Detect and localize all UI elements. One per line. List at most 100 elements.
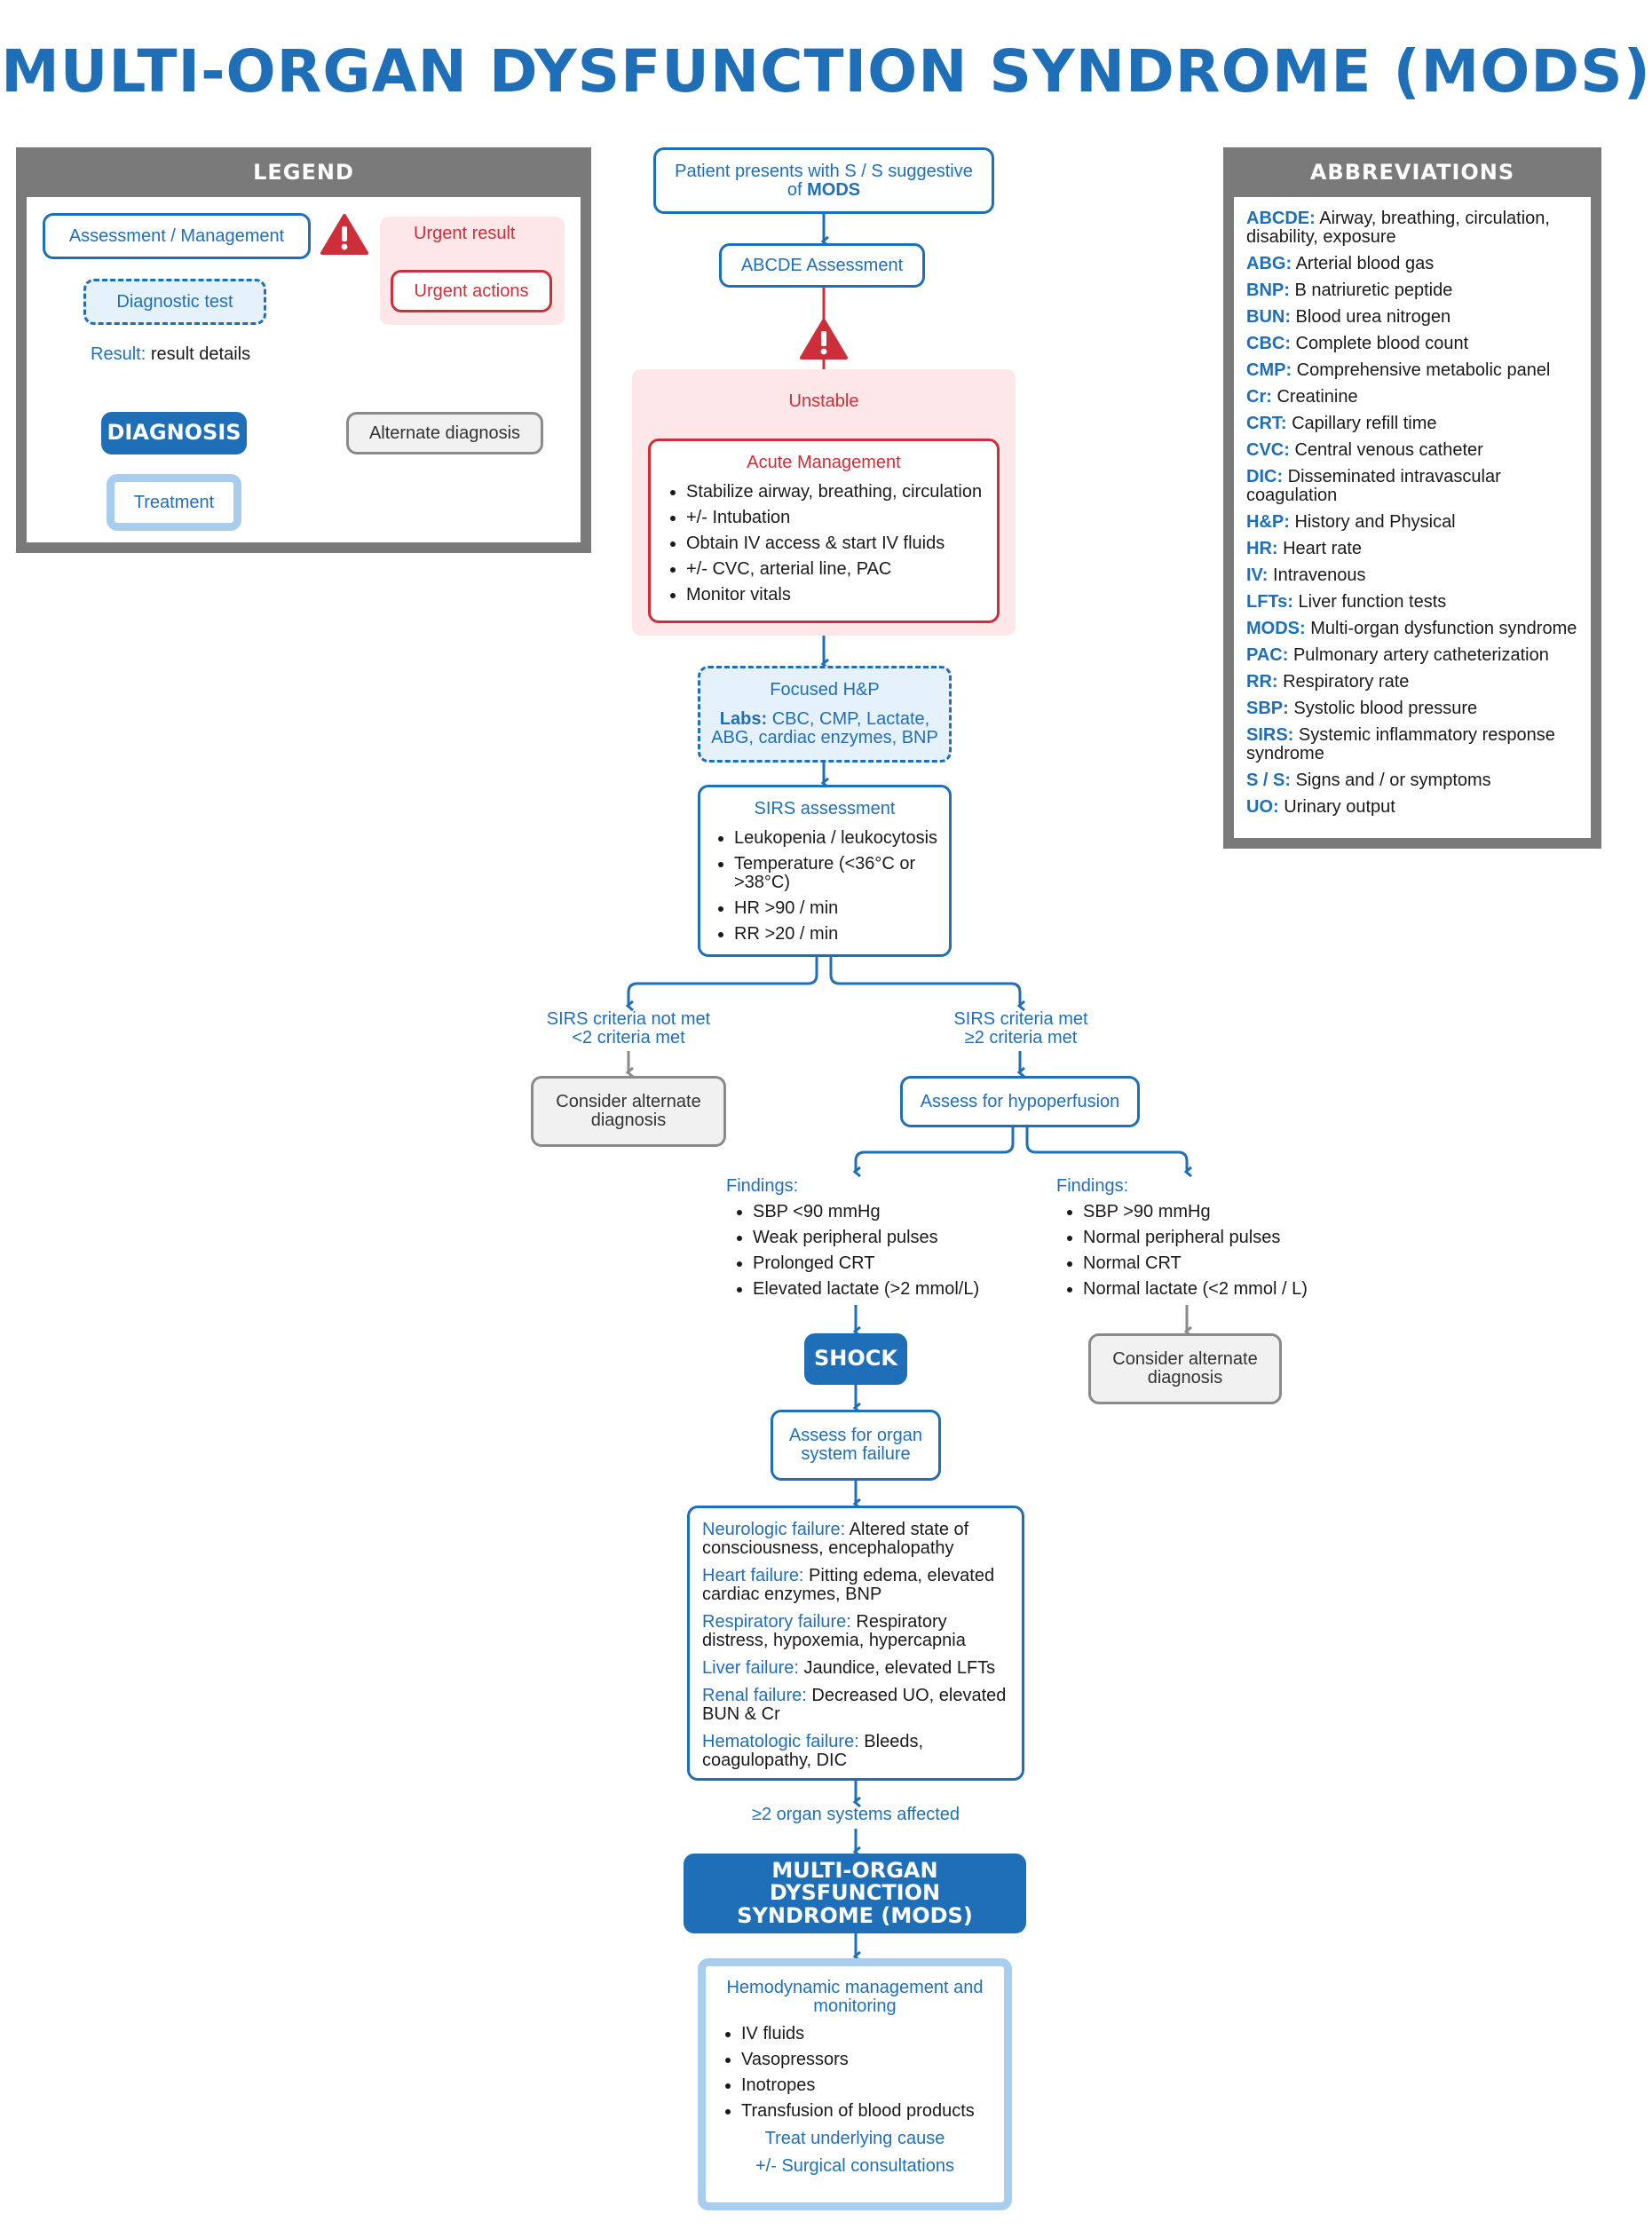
abbreviation-row: CVC: Central venous catheter [1246,441,1582,460]
organ-failure-key: Heart failure: [702,1566,804,1585]
sirs-item: RR >20 / min [734,925,942,944]
organ-failure-item: Heart failure: Pitting edema, elevated c… [702,1567,1009,1604]
abbreviation-key: CRT: [1246,414,1287,433]
abbreviation-row: H&P: History and Physical [1246,513,1582,532]
organ-failure-item: Hematologic failure: Bleeds, coagulopath… [702,1733,1009,1770]
findings-right-list: SBP >90 mmHgNormal peripheral pulsesNorm… [1056,1203,1349,1299]
abbreviation-row: ABCDE: Airway, breathing, circulation, d… [1246,209,1582,247]
organ-failure-signs: Bleeds, coagulopathy, DIC [702,1732,924,1770]
abbreviation-row: BUN: Blood urea nitrogen [1246,308,1582,327]
legend-alternate-box: Alternate diagnosis [346,412,543,455]
legend-urgent-result: Urgent result [414,224,516,243]
acute-list: Stabilize airway, breathing, circulation… [660,483,982,612]
acute-item: Stabilize airway, breathing, circulation [686,483,982,502]
abbreviation-definition: Urinary output [1278,797,1395,817]
abcde-box: ABCDE Assessment [719,243,925,288]
treatment-item: Vasopressors [741,2051,975,2069]
organ-failure-signs: Respiratory distress, hypoxemia, hyperca… [702,1612,966,1650]
treatment-list: IV fluidsVasopressorsInotropesTransfusio… [715,2025,975,2128]
abbreviation-definition: Arterial blood gas [1292,254,1435,273]
finding-item: SBP <90 mmHg [753,1203,1019,1221]
sirs-item: HR >90 / min [734,899,942,918]
legend-heading: LEGEND [253,160,354,185]
organ-failure-key: Liver failure: [702,1658,799,1678]
abbreviation-definition: Comprehensive metabolic panel [1292,360,1551,380]
abbreviation-row: ABG: Arterial blood gas [1246,255,1582,273]
legend-diagnostic-test-box: Diagnostic test [83,279,266,325]
presents-line2: of MODS [787,179,861,200]
legend-diagnosis-box: DIAGNOSIS [101,412,247,455]
acute-item: +/- Intubation [686,509,982,527]
organ-failure-box: Neurologic failure: Altered state of con… [687,1506,1024,1781]
acute-item: +/- CVC, arterial line, PAC [686,560,982,579]
abbreviation-row: SBP: Systolic blood pressure [1246,700,1582,718]
finding-item: Prolonged CRT [753,1254,1019,1273]
abbreviation-definition: Blood urea nitrogen [1291,307,1451,327]
abbreviation-key: HR: [1246,539,1278,558]
treatment-box: Hemodynamic management and monitoring IV… [698,1958,1012,2210]
organ-failure-item: Liver failure: Jaundice, elevated LFTs [702,1659,1009,1678]
presents-mods: MODS [807,179,861,200]
abbreviation-key: UO: [1246,797,1279,817]
organ-failure-key: Respiratory failure: [702,1612,851,1632]
acute-item: Monitor vitals [686,586,982,605]
sirs-title: SIRS assessment [754,799,896,818]
abbreviation-definition: Creatinine [1271,387,1358,407]
not-met-title: SIRS criteria not met [546,1009,711,1029]
met-sub: ≥2 criteria met [964,1028,1078,1047]
organ-failure-signs: Pitting edema, elevated cardiac enzymes,… [702,1566,995,1604]
surgical-consult: +/- Surgical consultations [755,2156,954,2176]
abbreviation-key: MODS: [1246,619,1306,638]
abbreviation-row: S / S: Signs and / or symptoms [1246,771,1582,790]
abbreviation-definition: Systolic blood pressure [1288,699,1478,718]
finding-item: Normal CRT [1083,1254,1349,1273]
abbreviation-key: RR: [1246,672,1278,692]
consider-alternate-box: Consider alternate diagnosis [1088,1333,1282,1404]
abbreviation-definition: Airway, breathing, circulation, disabili… [1246,209,1550,247]
abbreviation-definition: Respiratory rate [1277,672,1410,692]
sirs-item: Temperature (<36°C or >38°C) [734,855,942,892]
findings-left: Findings: SBP <90 mmHgWeak peripheral pu… [726,1177,1019,1305]
acute-title: Acute Management [747,453,901,472]
abbreviation-definition: Intravenous [1268,565,1366,585]
organ-failure-key: Neurologic failure: [702,1520,846,1539]
sirs-assessment-box: SIRS assessment Leukopenia / leukocytosi… [698,785,952,957]
abbreviation-key: BNP: [1246,281,1290,300]
abbreviation-definition: Multi-organ dysfunction syndrome [1305,619,1577,638]
patient-presents-box: Patient presents with S / S suggestive o… [653,147,994,214]
finding-item: Normal lactate (<2 mmol / L) [1083,1280,1349,1299]
shock-box: SHOCK [804,1333,907,1385]
abbreviation-key: BUN: [1246,307,1291,327]
treatment-title: Hemodynamic management and monitoring [726,1978,984,2016]
focused-labs: Labs: CBC, CMP, Lactate, ABG, cardiac en… [707,710,942,747]
abbreviations-heading: ABBREVIATIONS [1309,160,1515,185]
abbreviation-row: CBC: Complete blood count [1246,335,1582,353]
finding-item: Elevated lactate (>2 mmol/L) [753,1280,1019,1299]
abbreviation-row: SIRS: Systemic inflammatory response syn… [1246,726,1582,763]
two-organs-label: ≥2 organ systems affected [751,1805,960,1824]
organ-failure-item: Respiratory failure: Respiratory distres… [702,1613,1009,1650]
abbreviation-row: PAC: Pulmonary artery catheterization [1246,646,1582,665]
abbreviation-row: RR: Respiratory rate [1246,673,1582,692]
treatment-item: Transfusion of blood products [741,2102,975,2121]
abbreviation-definition: Central venous catheter [1289,440,1483,460]
mods-diagnosis-box: MULTI-ORGAN DYSFUNCTION SYNDROME (MODS) [684,1854,1026,1933]
findings-right-title: Findings: [1056,1176,1129,1196]
labs-value: CBC, CMP, Lactate, ABG, cardiac enzymes,… [711,709,938,747]
organ-failure-item: Neurologic failure: Altered state of con… [702,1521,1009,1558]
focused-hp-box: Focused H&P Labs: CBC, CMP, Lactate, ABG… [698,666,952,763]
sirs-not-met: SIRS criteria not met <2 criteria met [522,1010,735,1051]
page-title: MULTI-ORGAN DYSFUNCTION SYNDROME (MODS) [1,37,1651,106]
abbreviation-row: IV: Intravenous [1246,566,1582,585]
legend-urgent-actions-box: Urgent actions [391,270,552,312]
organ-failure-item: Renal failure: Decreased UO, elevated BU… [702,1687,1009,1724]
acute-item: Obtain IV access & start IV fluids [686,534,982,553]
abbreviation-row: BNP: B natriuretic peptide [1246,281,1582,300]
not-met-sub: <2 criteria met [572,1028,685,1047]
abbreviation-definition: Complete blood count [1291,334,1469,353]
abbreviation-row: CMP: Comprehensive metabolic panel [1246,361,1582,380]
abbreviation-key: CBC: [1246,334,1291,353]
abbreviation-key: IV: [1246,565,1269,585]
organ-failure-list: Neurologic failure: Altered state of con… [702,1521,1009,1779]
abbreviation-row: Cr: Creatinine [1246,388,1582,407]
